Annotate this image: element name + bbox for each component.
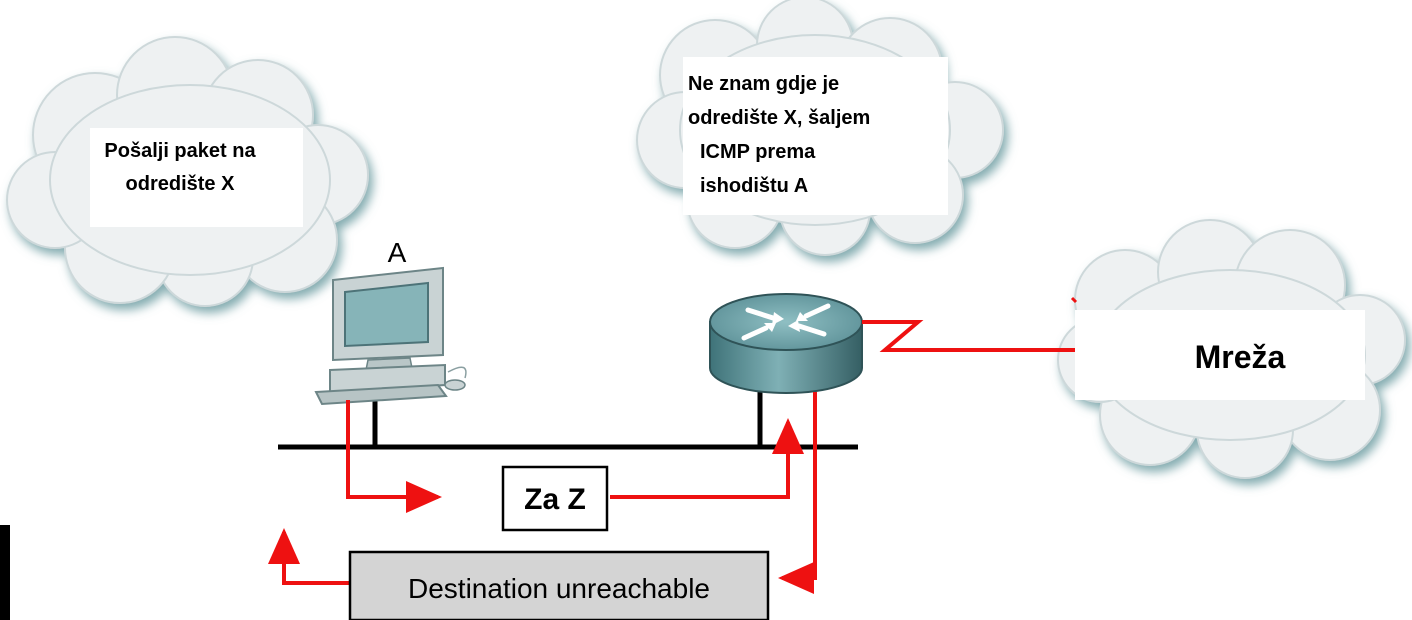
path-icmp-to-host <box>268 528 350 585</box>
cloud-top-line1: Ne znam gdje je <box>688 73 839 95</box>
cloud-top-line2: odredište X, šaljem <box>688 107 870 129</box>
packet-label: Za Z <box>524 483 586 516</box>
cloud-left-line1: Pošalji paket na <box>104 140 256 162</box>
link-marker <box>1070 296 1078 304</box>
packet-path <box>268 392 817 594</box>
cloud-right-textbox <box>1075 310 1365 400</box>
edge-bar <box>0 525 10 620</box>
cloud-top-line4: ishodištu A <box>700 175 808 197</box>
cloud-right-label: Mreža <box>1195 339 1286 375</box>
router-icon <box>709 293 863 394</box>
cloud-top-line3: ICMP prema <box>700 141 816 163</box>
path-router-to-icmp <box>778 392 817 594</box>
packet-box <box>501 465 609 532</box>
host-label: A <box>388 237 407 268</box>
cloud-left-textbox <box>90 128 303 227</box>
cloud-top-textbox <box>683 57 948 215</box>
computer-icon <box>314 266 467 406</box>
path-box-to-router <box>610 418 804 499</box>
icmp-message-label: Destination unreachable <box>408 573 710 604</box>
cloud-left-line2: odredište X <box>126 173 236 195</box>
serial-link-icon <box>862 320 1075 352</box>
path-host-to-box <box>346 400 442 513</box>
icmp-message-box <box>348 550 770 620</box>
